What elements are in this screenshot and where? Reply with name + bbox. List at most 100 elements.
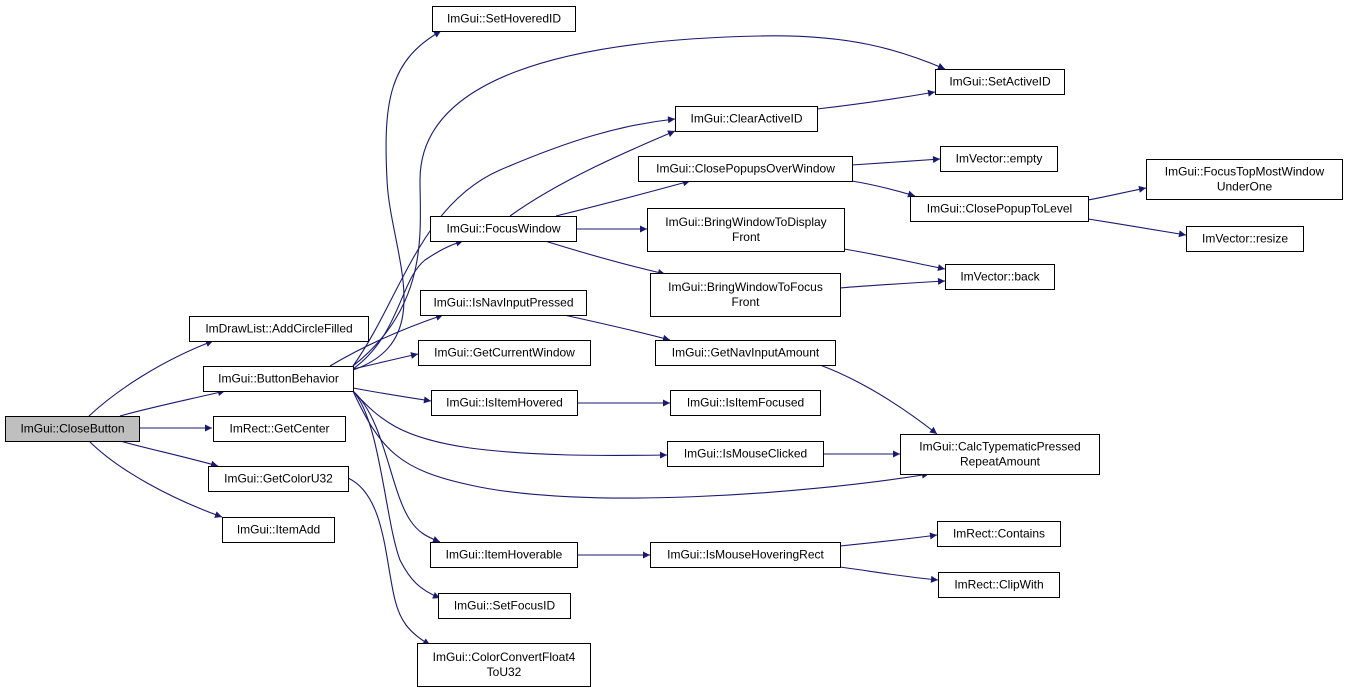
edge-close-button-to-button-behavior xyxy=(119,389,226,417)
node-box xyxy=(940,146,1058,172)
edge-get-nav-input-amount-to-calc-typematic xyxy=(819,364,938,435)
edge-clear-active-id-to-set-active-id xyxy=(816,89,936,110)
edge-bring-to-display-front-to-vector-back xyxy=(843,248,946,272)
node-is-item-focused[interactable]: ImGui::IsItemFocused xyxy=(670,390,821,416)
edge-button-behavior-to-focus-window xyxy=(352,239,464,370)
edge-close-button-to-get-color-u32 xyxy=(119,440,219,468)
node-label: ImRect::ClipWith xyxy=(954,578,1043,592)
node-is-mouse-hovering-rect[interactable]: ImGui::IsMouseHoveringRect xyxy=(650,542,841,568)
node-box xyxy=(203,366,354,392)
node-close-popup-to-level[interactable]: ImGui::ClosePopupToLevel xyxy=(910,196,1089,222)
node-label: ImGui::SetHoveredID xyxy=(447,12,561,26)
node-label: RepeatAmount xyxy=(960,455,1041,469)
node-box xyxy=(222,517,335,543)
node-box xyxy=(430,216,577,242)
node-label: ImGui::GetNavInputAmount xyxy=(672,346,820,360)
edge-close-button-to-add-circle-filled xyxy=(88,340,214,417)
edge-button-behavior-to-is-nav-input-pressed xyxy=(329,313,444,367)
node-is-nav-input-pressed[interactable]: ImGui::IsNavInputPressed xyxy=(420,290,587,316)
node-set-focus-id[interactable]: ImGui::SetFocusID xyxy=(438,593,571,619)
node-label: ImGui::IsMouseHoveringRect xyxy=(667,548,824,562)
node-box xyxy=(900,434,1100,475)
node-rect-contains[interactable]: ImRect::Contains xyxy=(937,521,1061,547)
node-get-center[interactable]: ImRect::GetCenter xyxy=(213,416,346,442)
edge-close-popups-over-window-to-close-popup-to-level xyxy=(851,180,916,198)
node-label: ImGui::GetColorU32 xyxy=(224,472,333,486)
node-box xyxy=(650,542,841,568)
node-vector-back[interactable]: ImVector::back xyxy=(945,264,1055,290)
node-add-circle-filled[interactable]: ImDrawList::AddCircleFilled xyxy=(189,316,369,342)
node-focus-window[interactable]: ImGui::FocusWindow xyxy=(430,216,577,242)
edge-button-behavior-to-is-mouse-clicked xyxy=(352,390,668,459)
node-box xyxy=(650,273,841,317)
node-box xyxy=(432,6,576,32)
node-label: ImGui::FocusWindow xyxy=(446,222,560,236)
edge-close-button-to-item-add xyxy=(88,440,223,518)
node-vector-resize[interactable]: ImVector::resize xyxy=(1186,226,1304,252)
node-close-popups-over-window[interactable]: ImGui::ClosePopupsOverWindow xyxy=(638,156,853,182)
node-label: ImGui::IsMouseClicked xyxy=(684,447,807,461)
node-box xyxy=(910,196,1089,222)
node-rect-clip-with[interactable]: ImRect::ClipWith xyxy=(938,572,1060,598)
node-label: ImGui::SetActiveID xyxy=(949,75,1051,89)
edge-close-popups-over-window-to-vector-empty xyxy=(851,155,941,166)
node-label: ImGui::FocusTopMostWindow xyxy=(1165,165,1325,179)
node-clear-active-id[interactable]: ImGui::ClearActiveID xyxy=(675,106,818,132)
node-label: ImGui::ColorConvertFloat4 xyxy=(433,650,576,664)
node-label: ImGui::BringWindowToDisplay xyxy=(665,215,826,229)
node-label: ImVector::back xyxy=(960,270,1040,284)
node-vector-empty[interactable]: ImVector::empty xyxy=(940,146,1058,172)
node-label: ImGui::CloseButton xyxy=(20,422,124,436)
edge-button-behavior-to-clear-active-id xyxy=(352,116,676,367)
node-is-mouse-clicked[interactable]: ImGui::IsMouseClicked xyxy=(667,441,824,467)
node-get-current-window[interactable]: ImGui::GetCurrentWindow xyxy=(418,340,591,366)
node-label: ImGui::ClosePopupToLevel xyxy=(927,202,1072,216)
edge-focus-window-to-clear-active-id xyxy=(509,130,676,217)
node-label: UnderOne xyxy=(1217,180,1273,194)
edge-focus-window-to-bring-to-focus-front xyxy=(544,240,666,276)
node-is-item-hovered[interactable]: ImGui::IsItemHovered xyxy=(431,390,578,416)
node-box xyxy=(417,643,591,687)
node-box xyxy=(5,416,140,442)
node-item-add[interactable]: ImGui::ItemAdd xyxy=(222,517,335,543)
function-nodes: ImGui::CloseButton ImDrawList::AddCircleF… xyxy=(5,6,1343,687)
node-box xyxy=(438,593,571,619)
node-box xyxy=(675,106,818,132)
node-label: ImGui::GetCurrentWindow xyxy=(434,346,575,360)
edge-button-behavior-to-is-item-hovered xyxy=(352,387,432,404)
edge-get-color-u32-to-color-convert xyxy=(347,477,431,646)
node-box xyxy=(208,466,349,492)
edge-button-behavior-to-calc-typematic xyxy=(352,390,930,499)
edge-button-behavior-to-item-hoverable xyxy=(352,390,441,543)
node-box xyxy=(420,290,587,316)
node-close-button[interactable]: ImGui::CloseButton xyxy=(5,416,140,442)
edge-is-nav-input-pressed-to-get-nav-input-amount xyxy=(563,314,671,342)
node-item-hoverable[interactable]: ImGui::ItemHoverable xyxy=(430,542,578,568)
node-box xyxy=(937,521,1061,547)
node-box xyxy=(213,416,346,442)
node-box xyxy=(938,572,1060,598)
node-label: ImGui::ItemHoverable xyxy=(446,548,563,562)
node-set-hovered-id[interactable]: ImGui::SetHoveredID xyxy=(432,6,576,32)
node-button-behavior[interactable]: ImGui::ButtonBehavior xyxy=(203,366,354,392)
node-label: ImGui::ItemAdd xyxy=(237,523,320,537)
node-label: ImGui::ButtonBehavior xyxy=(218,372,339,386)
node-label: ImGui::ClosePopupsOverWindow xyxy=(656,162,835,176)
node-box xyxy=(1146,159,1343,200)
node-set-active-id[interactable]: ImGui::SetActiveID xyxy=(935,69,1065,95)
node-get-nav-input-amount[interactable]: ImGui::GetNavInputAmount xyxy=(655,340,836,366)
node-box xyxy=(945,264,1055,290)
node-box xyxy=(418,340,591,366)
node-get-color-u32[interactable]: ImGui::GetColorU32 xyxy=(208,466,349,492)
node-box xyxy=(670,390,821,416)
node-box xyxy=(935,69,1065,95)
node-box xyxy=(1186,226,1304,252)
node-label: ImGui::BringWindowToFocus xyxy=(668,280,823,294)
node-label: ToU32 xyxy=(487,665,522,679)
